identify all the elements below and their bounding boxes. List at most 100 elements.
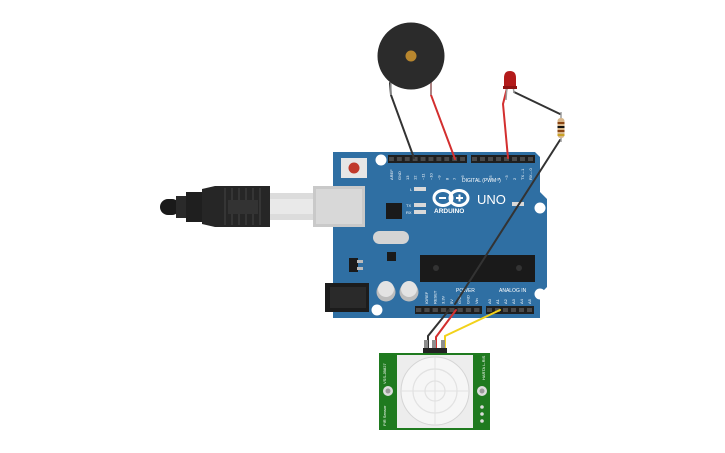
wire-buzzer-signal[interactable]: [430, 82, 456, 160]
header-pin-socket[interactable]: [465, 308, 472, 312]
wire-buzzer-gnd[interactable]: [389, 82, 415, 159]
pin-label: 8: [444, 177, 449, 180]
pin-label: ~10: [429, 172, 434, 180]
header-pin-socket[interactable]: [457, 308, 463, 312]
led-rx-label: RX: [406, 210, 412, 215]
mount-hole: [375, 154, 387, 166]
pin-label: RESET: [432, 290, 437, 304]
digital-header-label: DIGITAL (PWM~): [462, 178, 501, 184]
digital-header-right: [471, 155, 535, 163]
buzzer-center-icon: [405, 50, 417, 62]
header-pin-socket[interactable]: [519, 308, 524, 312]
pin-label: 13: [405, 175, 410, 180]
pin-label: Vin: [474, 298, 479, 304]
header-pin-socket[interactable]: [472, 157, 477, 161]
pir-model-label: VSS-JB827: [382, 363, 387, 384]
pin-label: GND: [397, 171, 402, 180]
wire-resistor-gnd[interactable]: [454, 139, 561, 305]
header-pin-socket[interactable]: [440, 308, 447, 312]
led-l: [414, 187, 426, 191]
digital-header-left: [388, 155, 467, 163]
usb-cable[interactable]: [160, 186, 314, 227]
led-rx: [414, 210, 426, 214]
header-pin-socket[interactable]: [503, 308, 508, 312]
header-pin-socket[interactable]: [396, 157, 402, 161]
pin-label: 2: [512, 177, 517, 180]
pin-label: 5V: [449, 299, 454, 304]
header-pin-socket[interactable]: [488, 157, 493, 161]
analog-header-label: ANALOG IN: [499, 288, 527, 294]
analog-header: [486, 306, 534, 314]
header-pin-socket[interactable]: [389, 157, 394, 161]
wire-led-resistor[interactable]: [513, 91, 561, 115]
pin-label: 12: [413, 175, 418, 180]
power-header-label: POWER: [456, 288, 475, 294]
header-pin-socket[interactable]: [512, 157, 517, 161]
brand-text: ARDUINO: [434, 208, 464, 215]
pin-label: RX←0: [528, 167, 533, 180]
pir-sensor[interactable]: VSS-JB827 PIR Sensor HARTA L-RIS: [379, 340, 490, 430]
pin-label: ~6: [460, 175, 465, 180]
pin-label: A2: [503, 298, 508, 304]
header-pin-socket[interactable]: [444, 157, 450, 161]
pin-label: GND: [457, 295, 462, 304]
mount-hole: [534, 202, 546, 214]
header-pin-socket[interactable]: [420, 157, 426, 161]
header-pin-socket[interactable]: [511, 308, 516, 312]
pin-label: A0: [487, 298, 492, 304]
pir-right-label: HARTA L-RIS: [481, 355, 486, 380]
header-pin-socket[interactable]: [460, 157, 465, 161]
crystal-oscillator: [373, 231, 409, 244]
header-pin-socket[interactable]: [474, 308, 480, 312]
header-pin-socket[interactable]: [449, 308, 455, 312]
pin-label: ~11: [421, 173, 426, 180]
pin-label: IOREF: [424, 291, 429, 304]
header-pin-socket[interactable]: [432, 308, 438, 312]
header-pin-socket[interactable]: [487, 308, 492, 312]
pin-label: A1: [495, 298, 500, 304]
header-pin-socket[interactable]: [424, 308, 430, 312]
header-pin-socket[interactable]: [480, 157, 485, 161]
pin-label: 7: [452, 177, 457, 180]
pin-label: GND: [466, 295, 471, 304]
header-pin-socket[interactable]: [412, 157, 418, 161]
header-pin-socket[interactable]: [527, 308, 532, 312]
header-pin-socket[interactable]: [416, 308, 422, 312]
mount-hole: [371, 304, 383, 316]
header-pin-socket[interactable]: [504, 157, 509, 161]
header-pin-socket[interactable]: [404, 157, 410, 161]
pin-label: A4: [519, 298, 524, 304]
model-text: UNO: [477, 192, 506, 207]
header-pin-socket[interactable]: [428, 157, 434, 161]
header-pin-socket[interactable]: [496, 157, 501, 161]
arduino-uno-board[interactable]: L TX RX ARDUINO UNO DIGITAL (PWM~) POWER…: [313, 152, 547, 318]
pin-label: TX→1: [520, 168, 525, 180]
header-pins: [389, 157, 533, 312]
red-led[interactable]: [503, 71, 517, 101]
header-pin-socket[interactable]: [528, 157, 533, 161]
mount-hole: [534, 288, 546, 300]
pin-label: ~9: [436, 175, 441, 180]
resistor[interactable]: [557, 112, 565, 142]
piezo-buzzer[interactable]: [377, 22, 445, 96]
pin-label: 4: [496, 177, 501, 180]
pir-sensor-label: PIR Sensor: [382, 405, 387, 426]
usb-chip: [386, 203, 402, 219]
wire-led-anode[interactable]: [501, 87, 509, 159]
led-tx-label: TX: [406, 203, 411, 208]
pin-label: ~5: [488, 175, 493, 180]
pin-label: A3: [511, 298, 516, 304]
pin-label: 3.3V: [441, 295, 446, 304]
header-pin-socket[interactable]: [520, 157, 525, 161]
header-pin-socket[interactable]: [495, 308, 500, 312]
pin-label: ~3: [504, 175, 509, 180]
arduino-logo: [432, 189, 470, 207]
led-tx: [414, 203, 426, 207]
header-pin-socket[interactable]: [436, 157, 442, 161]
regulator: [349, 258, 358, 272]
pin-label: AREF: [389, 169, 394, 180]
pin-label: A5: [527, 298, 532, 304]
led-l-label: L: [410, 187, 413, 192]
